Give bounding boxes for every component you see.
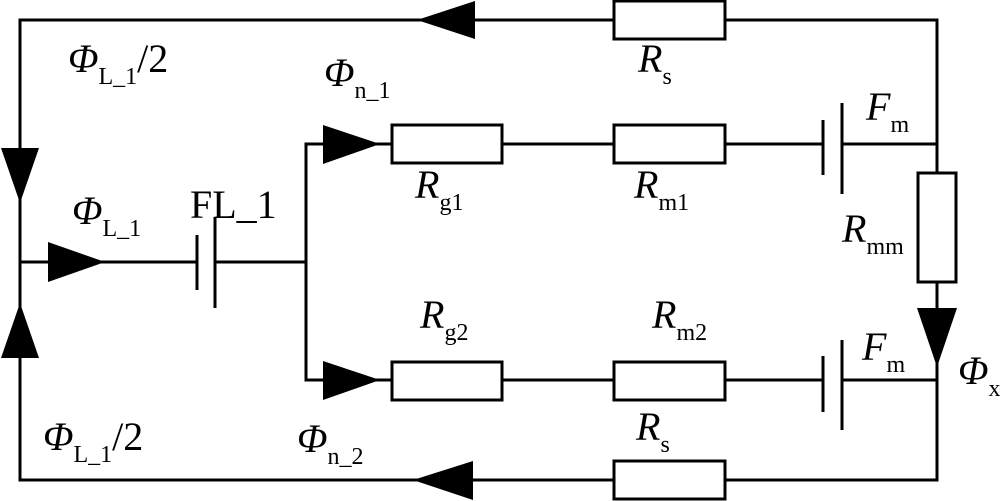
label-phi-n2: Φn_2 (297, 416, 363, 470)
arrow-left-down (1, 148, 39, 203)
sources (195, 103, 844, 430)
label-rs-top: Rs (637, 36, 672, 90)
label-rg1: Rg1 (414, 162, 463, 216)
resistor-rmm (916, 171, 958, 284)
source-fm-branch1 (821, 103, 844, 194)
wires (18, 18, 939, 482)
label-phi-l1: ΦL_1 (72, 188, 141, 242)
label-rmm: Rmm (841, 206, 904, 260)
resistor-rg1 (390, 123, 504, 165)
arrow-phi-l1-right (48, 242, 105, 282)
resistor-rm1 (612, 123, 727, 165)
arrow-left-up (1, 303, 39, 358)
label-phi-l1-half-bottom: ΦL_1/2 (43, 414, 143, 468)
arrow-top-left (417, 1, 475, 39)
resistor-rs-bottom (612, 459, 727, 501)
label-fm-top: Fm (865, 84, 909, 138)
source-fl1 (195, 218, 217, 308)
flux-arrows (1, 1, 957, 500)
label-phi-n1: Φn_1 (324, 50, 390, 104)
resistor-rg2 (390, 360, 504, 402)
resistors (390, 0, 958, 501)
arrow-phi-n2-right (323, 361, 380, 400)
resistor-rs-top (612, 0, 727, 41)
arrow-bottom-left (413, 461, 473, 500)
arrow-phi-x-down (917, 308, 957, 367)
label-rg2: Rg2 (419, 292, 468, 346)
resistor-rm2 (612, 360, 727, 402)
label-fm-bottom: Fm (861, 324, 905, 378)
label-phi-l1-half-top: ΦL_1/2 (68, 36, 168, 90)
label-fl1: FL_1 (190, 182, 277, 227)
label-phi-x: Φx (958, 348, 1000, 402)
label-rm1: Rm1 (633, 162, 689, 216)
source-fm-branch2 (821, 340, 844, 430)
label-rm2: Rm2 (651, 292, 707, 346)
labels: ΦL_1/2 Φn_1 Rs ΦL_1 FL_1 Rg1 Rm1 Fm Rmm … (43, 36, 1000, 470)
arrow-phi-n1-right (323, 125, 380, 164)
label-rs-bottom: Rs (635, 404, 670, 458)
